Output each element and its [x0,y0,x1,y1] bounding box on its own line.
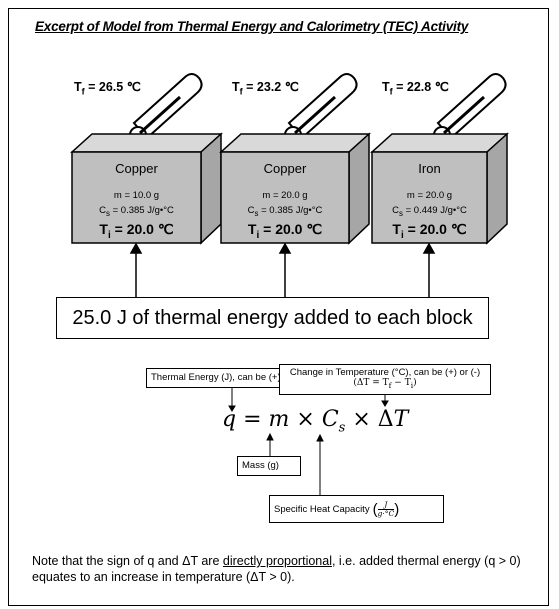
note-paragraph: Note that the sign of q and ΔT are direc… [32,554,521,584]
copper-block-2 [219,132,371,245]
block-cs-1: Cs = 0.385 J/g•°C [99,205,174,218]
activity-frame [8,8,549,606]
final-temp-1: Tf = 26.5 ℃ [74,80,141,97]
block-material-1: Copper [115,161,158,176]
block-ti-1: Ti = 20.0 ℃ [99,221,174,241]
block-cs-3: Cs = 0.449 J/g•°C [392,205,467,218]
heat-equation: q = m × Cs × ΔT [222,407,409,436]
block-ti-3: Ti = 20.0 ℃ [392,221,467,241]
block-material-2: Copper [263,161,307,176]
copper-block-1 [70,132,223,245]
block-mass-2: m = 20.0 g [262,190,308,201]
block-material-3: Iron [418,161,441,176]
energy-arrows [129,242,436,297]
energy-added-box: 25.0 J of thermal energy added to each b… [56,297,489,339]
block-ti-2: Ti = 20.0 ℃ [247,221,323,241]
block-mass-3: m = 20.0 g [406,190,453,201]
change-in-temperature-label: Change in Temperature (°C), can be (+) o… [279,364,491,395]
final-temp-2: Tf = 23.2 ℃ [232,80,299,97]
block-cs-2: Cs = 0.385 J/g•°C [247,205,323,218]
mass-label: Mass (g) [237,456,301,476]
block-mass-1: m = 10.0 g [113,190,160,201]
final-temp-3: Tf = 22.8 ℃ [382,80,449,97]
iron-block [370,132,509,245]
equation-connectors [228,387,389,495]
page-title: Excerpt of Model from Thermal Energy and… [35,19,469,34]
